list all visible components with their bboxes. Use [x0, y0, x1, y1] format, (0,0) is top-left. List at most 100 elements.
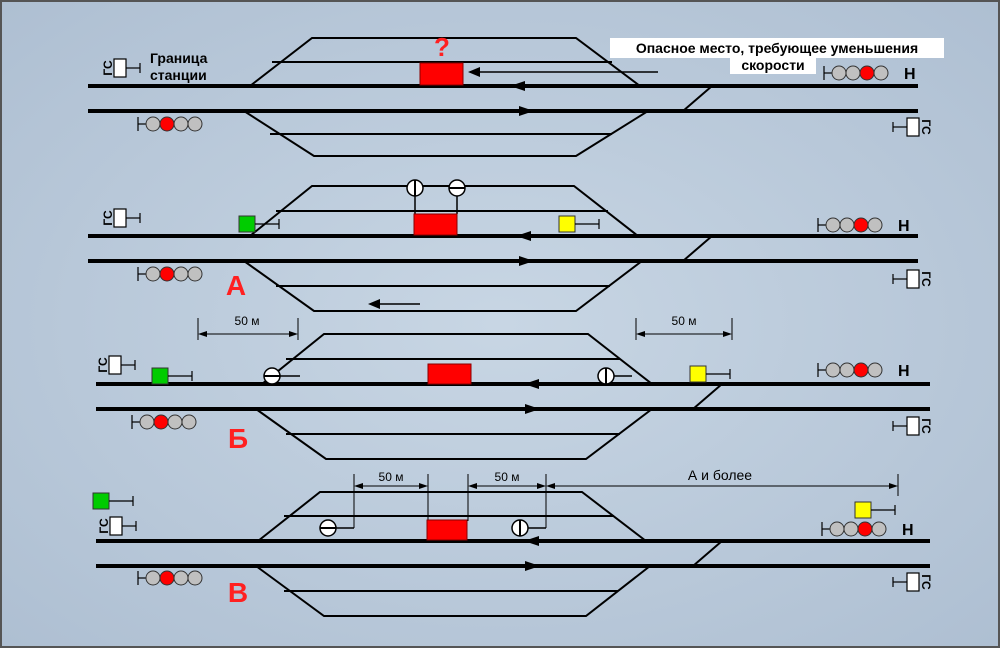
traffic-light: Н [817, 362, 910, 380]
track-arrow-upper [524, 379, 539, 389]
lamp-red [153, 414, 169, 430]
boundary-sign-gs: ГС [101, 58, 141, 78]
boundary-sign-plate [906, 416, 920, 436]
track-arrow-upper [510, 81, 525, 91]
panel-letter-b: Б [228, 423, 248, 454]
green-signal-lamp [92, 492, 110, 510]
stop-disc [406, 179, 424, 197]
lamp-off [831, 65, 847, 81]
boundary-signs: ГС ГС ГС ГС ГС ГС ГС ГС [96, 58, 933, 592]
lamp-off [829, 521, 845, 537]
track-arrow-lower [525, 404, 540, 414]
track-arrow-lower [525, 561, 540, 571]
boundary-sign-plate [108, 355, 122, 375]
lamp-red [857, 521, 873, 537]
dim-arrow [546, 483, 555, 489]
dim-label-right: А и более [688, 467, 752, 483]
panel-b [96, 318, 930, 460]
green-signal-lamp [151, 367, 169, 385]
panel-letter-v: В [228, 577, 248, 608]
boundary-sign-label: ГС [97, 518, 111, 534]
boundary-sign-label: ГС [96, 357, 110, 373]
boundary-sign-gs: ГС [892, 416, 933, 436]
stop-disc [263, 367, 281, 385]
lamp-red [859, 65, 875, 81]
lamp-off [839, 362, 855, 378]
yellow-signal [689, 365, 731, 383]
dim-label-mid: 50 м [495, 470, 520, 484]
lamp-off [845, 65, 861, 81]
crossover [682, 85, 713, 112]
dim-label-left: 50 м [379, 470, 404, 484]
yellow-signal-lamp [689, 365, 707, 383]
lamp-off [187, 570, 203, 586]
lamp-off [825, 362, 841, 378]
panel-top [88, 37, 918, 157]
lamp-off [173, 570, 189, 586]
yellow-signal-lamp [558, 215, 576, 233]
boundary-sign-plate [906, 572, 920, 592]
stop-signals [92, 215, 896, 519]
lamp-off [187, 266, 203, 282]
dim-arrow [419, 483, 428, 489]
boundary-sign-label: ГС [919, 418, 933, 434]
lamp-off [867, 217, 883, 233]
boundary-label-line1: Граница [150, 50, 208, 66]
boundary-sign-label: ГС [919, 574, 933, 590]
boundary-sign-plate [113, 208, 127, 228]
panel-v [96, 474, 930, 617]
signal-label-n: Н [898, 218, 910, 235]
direction-arrow-bottom [368, 299, 380, 309]
crossover [692, 540, 723, 567]
traffic-light [137, 570, 203, 586]
dim-arrow [468, 483, 477, 489]
lamp-off [173, 116, 189, 132]
stop-disc [597, 367, 615, 385]
danger-label-bg-2 [730, 56, 816, 74]
dim-arrow [289, 331, 298, 337]
boundary-sign-gs: ГС [892, 572, 933, 592]
boundary-sign-label: ГС [919, 119, 933, 135]
green-signal [238, 215, 280, 233]
panel-a [88, 185, 918, 312]
lamp-off [167, 414, 183, 430]
yellow-signal [558, 215, 600, 233]
danger-label-bg-1 [610, 38, 944, 58]
green-signal [151, 367, 193, 385]
direction-arrow-top [468, 67, 480, 77]
boundary-sign-label: ГС [101, 210, 115, 226]
lamp-off [825, 217, 841, 233]
yellow-signal-lamp [854, 501, 872, 519]
lamp-off [187, 116, 203, 132]
boundary-sign-gs: ГС [97, 516, 137, 536]
boundary-sign-gs: ГС [101, 208, 141, 228]
dim-arrow [537, 483, 546, 489]
dim-arrow [636, 331, 645, 337]
obstacle-v [426, 519, 468, 541]
signal-label-n: Н [902, 522, 914, 539]
boundary-sign-gs: ГС [892, 269, 933, 289]
lamp-off [843, 521, 859, 537]
dim-arrow [198, 331, 207, 337]
obstacle-b [427, 363, 472, 385]
traffic-light [137, 266, 203, 282]
boundary-sign-gs: ГС [892, 117, 933, 137]
track-arrow-lower [519, 256, 534, 266]
boundary-sign-plate [906, 269, 920, 289]
stop-disc [448, 179, 466, 197]
dim-label-right: 50 м [672, 314, 697, 328]
lamp-off [173, 266, 189, 282]
stop-discs [263, 179, 615, 537]
traffic-light [137, 116, 203, 132]
lamp-off [145, 116, 161, 132]
lamp-off [873, 65, 889, 81]
boundary-sign-plate [109, 516, 123, 536]
boundary-sign-plate [906, 117, 920, 137]
boundary-sign-label: ГС [919, 271, 933, 287]
boundary-label-line2: станции [150, 67, 207, 83]
lamp-off [871, 521, 887, 537]
